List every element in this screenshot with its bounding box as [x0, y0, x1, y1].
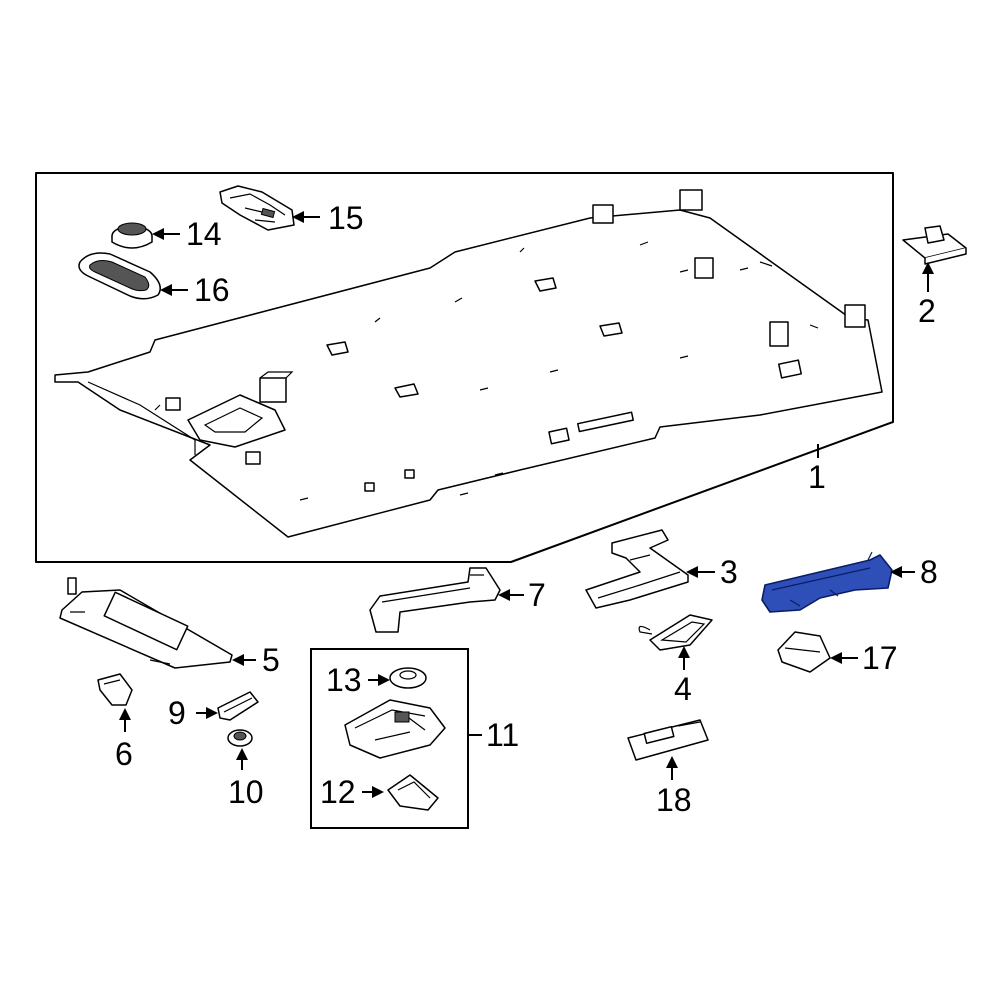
callout-5: 5 [262, 642, 280, 678]
part-11-group-frame [310, 648, 469, 829]
part-3-bracket[interactable] [585, 529, 689, 609]
callout-18: 18 [656, 782, 692, 818]
part-8-highlighted-bracket[interactable] [761, 551, 893, 613]
callout-11: 11 [486, 717, 519, 753]
part-6-holder[interactable] [97, 673, 133, 706]
part-9-switch[interactable] [217, 691, 259, 721]
callout-6: 6 [115, 736, 133, 772]
part-12-bezel[interactable] [387, 774, 439, 811]
headliner-group-frame [35, 172, 894, 563]
callout-4: 4 [674, 671, 692, 707]
part-16-bezel[interactable] [78, 252, 161, 300]
part-11-console[interactable] [344, 699, 446, 759]
callout-17: 17 [862, 640, 898, 676]
headliner-part[interactable] [54, 189, 883, 538]
callout-3: 3 [720, 554, 738, 590]
part-7-grab-handle[interactable] [369, 567, 501, 633]
callout-2: 2 [918, 293, 936, 329]
callout-1: 1 [808, 459, 826, 495]
part-15-bracket[interactable] [219, 185, 295, 231]
callout-9: 9 [168, 695, 186, 731]
callout-13: 13 [326, 662, 362, 698]
part-10-plug[interactable] [227, 729, 253, 747]
callout-15: 15 [328, 200, 364, 236]
callout-8: 8 [920, 554, 938, 590]
part-17-lamp[interactable] [777, 631, 831, 673]
part-2-clip[interactable] [902, 225, 967, 265]
callout-10: 10 [228, 774, 264, 810]
callout-12: 12 [320, 774, 356, 810]
callout-labels: 14 15 16 2 1 3 8 7 4 5 17 6 9 10 13 11 1… [115, 200, 938, 818]
callout-7: 7 [528, 577, 546, 613]
leader-lines [119, 211, 934, 798]
part-18-bezel[interactable] [627, 719, 709, 761]
part-13-cap[interactable] [389, 667, 427, 689]
part-4-lamp[interactable] [638, 614, 713, 651]
callout-14: 14 [186, 216, 222, 252]
part-14-grommet[interactable] [111, 222, 153, 249]
callout-16: 16 [194, 272, 230, 308]
part-5-sun-visor[interactable] [59, 577, 233, 669]
